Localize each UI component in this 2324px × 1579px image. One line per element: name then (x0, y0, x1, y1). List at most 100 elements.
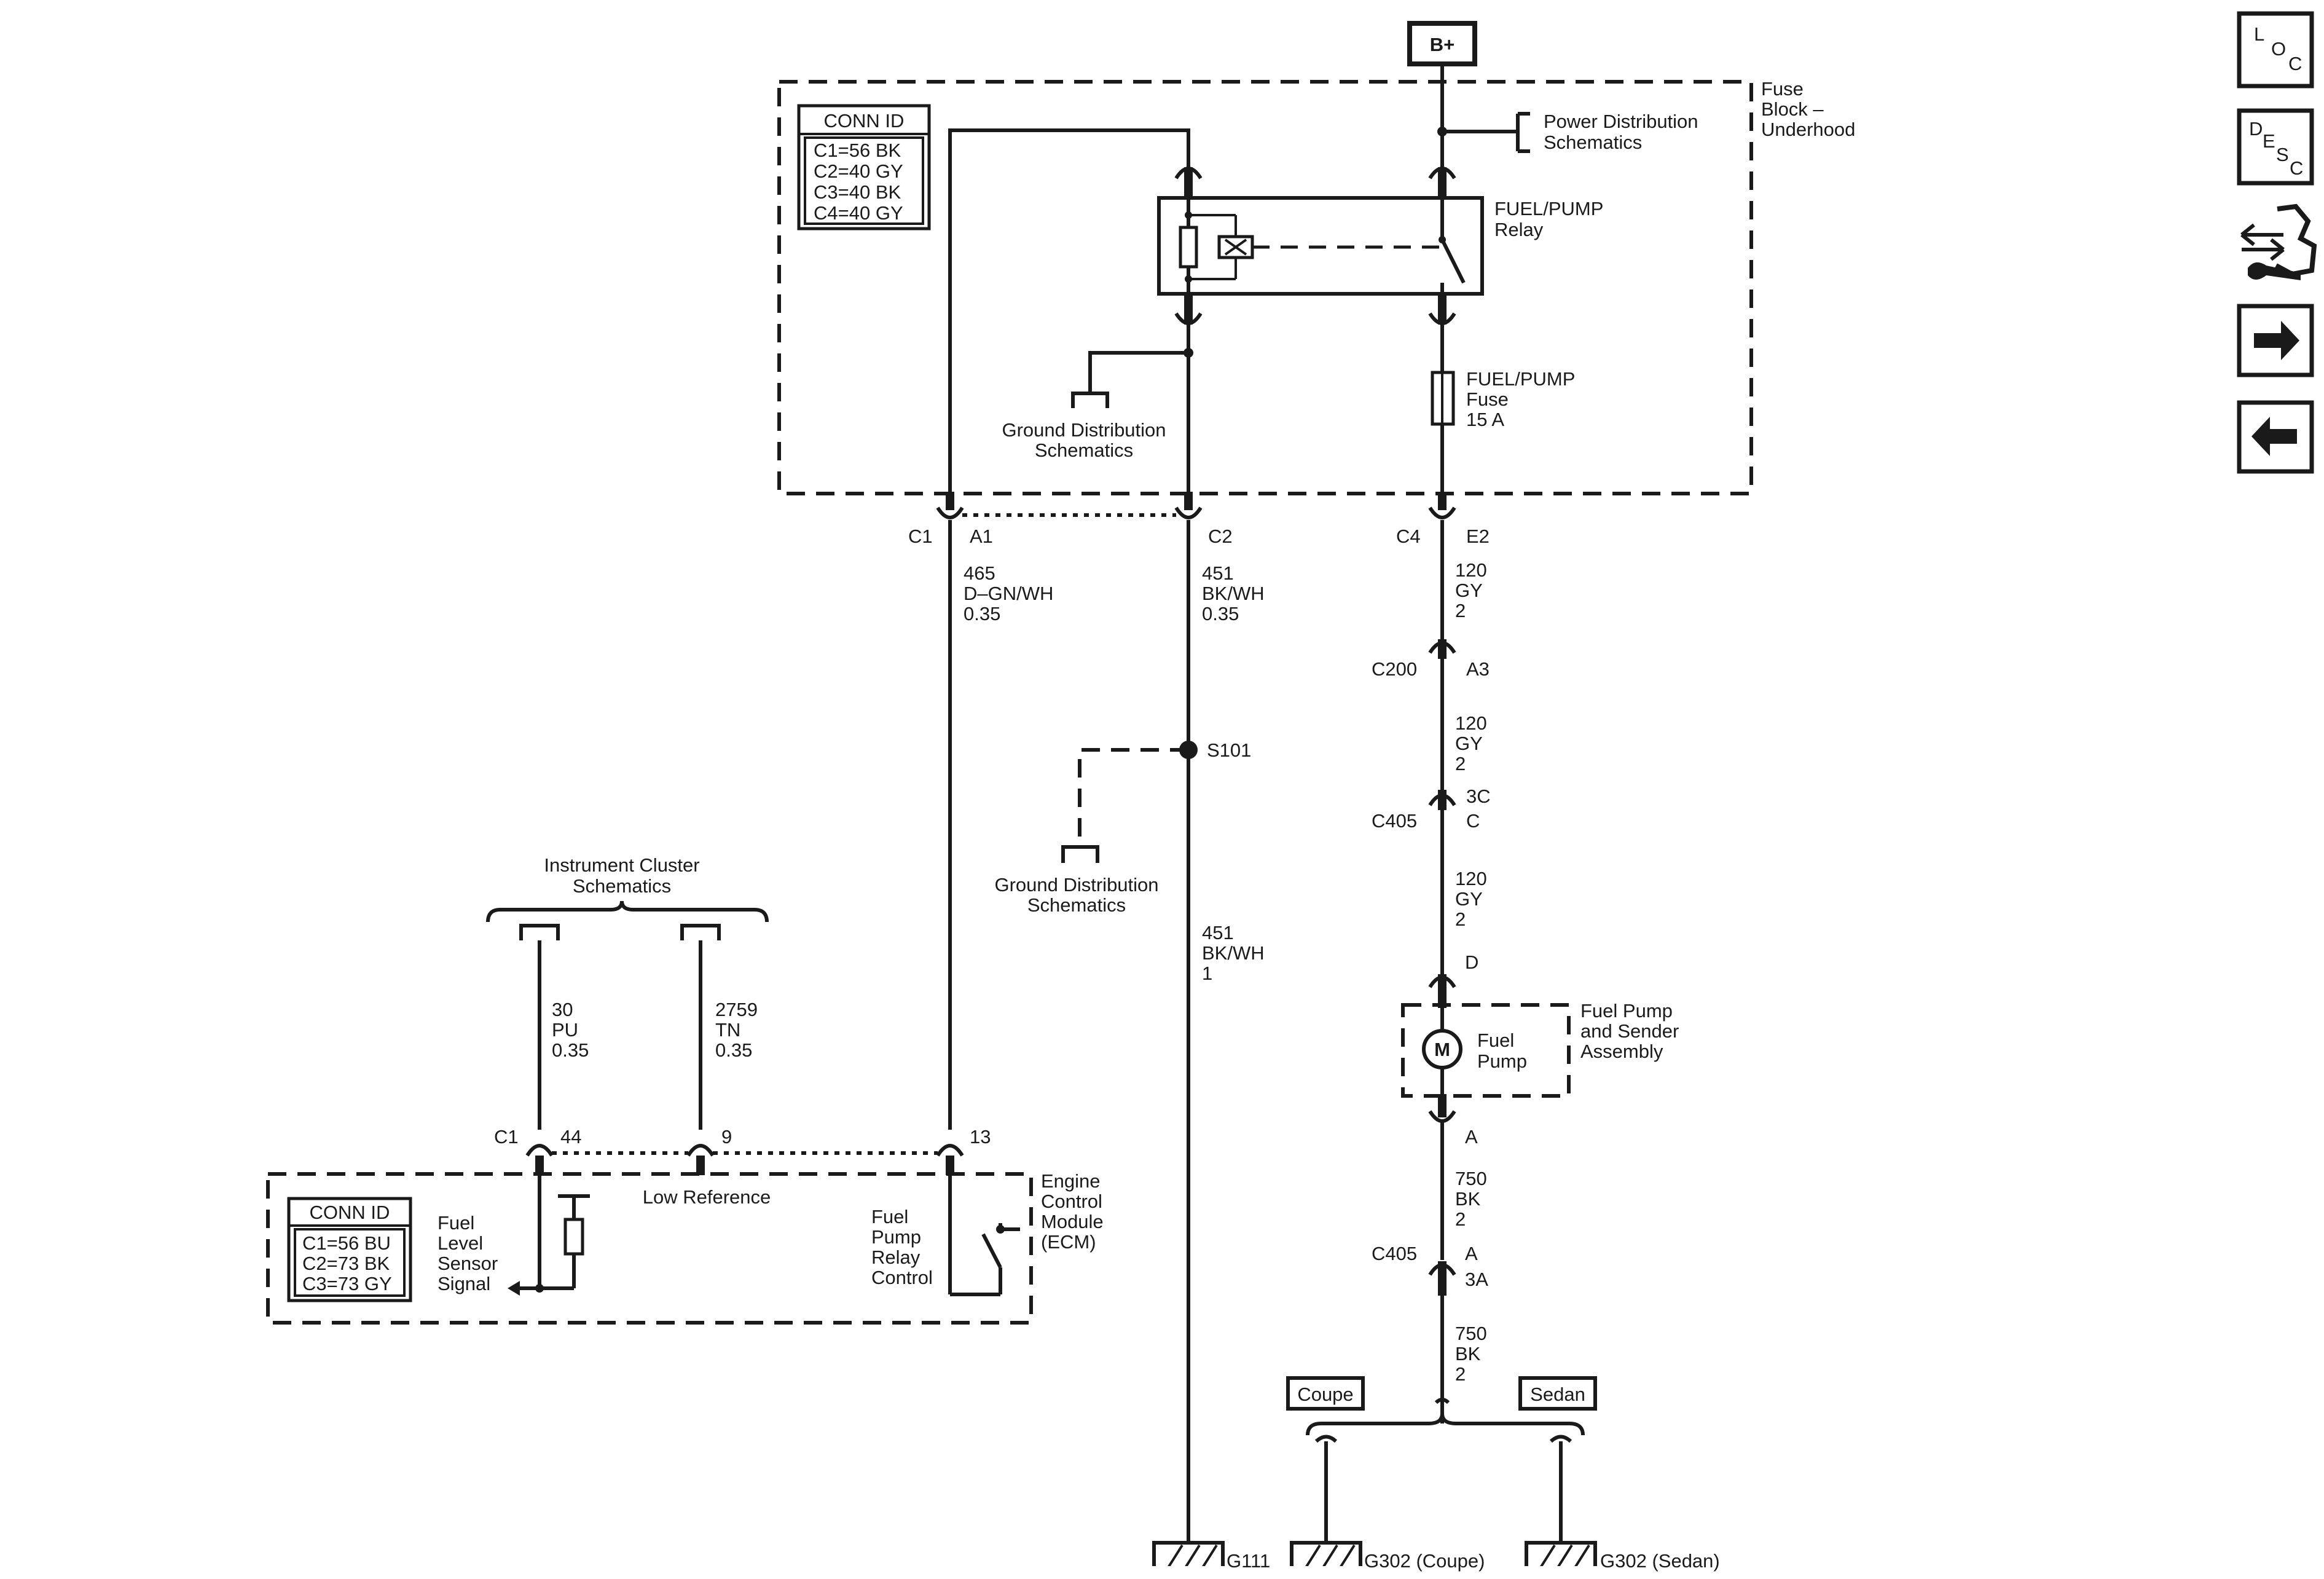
option-coupe-box (1286, 1376, 1365, 1411)
fuel-pump-label-2: Pump (1477, 1050, 1527, 1072)
svg-text:C2=40 GY: C2=40 GY (814, 160, 903, 182)
fuse-rating: 15 A (1466, 409, 1504, 430)
option-brace (1306, 1413, 1585, 1436)
ground-g111-label: G111 (1227, 1550, 1270, 1572)
svg-text:D: D (2249, 118, 2263, 140)
ecm-title: Engine (1041, 1170, 1101, 1192)
pump-assembly-label: Fuel Pump (1580, 1000, 1673, 1022)
connector-c2 (1174, 506, 1203, 519)
ground-dist-label-2: Schematics (1035, 439, 1133, 461)
wire-2759-size: 0.35 (715, 1039, 752, 1061)
connector-tools-icon[interactable] (2240, 203, 2317, 280)
next-page-button[interactable] (2237, 304, 2314, 377)
svg-text:O: O (2271, 38, 2286, 60)
connector-terminal (1174, 167, 1203, 179)
wire-120-size: 2 (1455, 600, 1466, 621)
pump-assembly-label-2: and Sender (1580, 1020, 1679, 1042)
wire-30-circuit: 30 (552, 999, 573, 1020)
ground-dist-label: Ground Distribution (1002, 419, 1166, 441)
fuel-level-sensor-circuit (508, 1175, 590, 1296)
bplus-source: B+ (1407, 21, 1477, 66)
description-nav-button[interactable]: D E S C (2237, 108, 2314, 186)
svg-text:E: E (2263, 130, 2275, 152)
wire-2759-color: TN (715, 1019, 740, 1041)
fls-label: Fuel (438, 1212, 474, 1234)
ground-g302-sedan-label: G302 (Sedan) (1600, 1550, 1720, 1572)
wire-465-color: D–GN/WH (964, 583, 1053, 604)
ecm-pin-label-13: 13 (970, 1126, 991, 1148)
ground-g302-sedan-icon (1521, 1541, 1600, 1572)
svg-text:C: C (2288, 53, 2302, 74)
fprc-label-4: Control (871, 1267, 933, 1288)
option-coupe-label: Coupe (1297, 1384, 1353, 1405)
power-dist-label: Power Distribution (1544, 111, 1698, 132)
wire-750-color: BK (1455, 1188, 1481, 1210)
wire-451-color-2: BK/WH (1202, 942, 1265, 964)
relay-control-switch-icon (948, 1175, 1020, 1296)
wire-120-circuit: 120 (1455, 559, 1487, 581)
conn-label-c405: C405 (1372, 810, 1417, 832)
ground-dist-bracket (1061, 845, 1099, 863)
pin-label-a3: A3 (1466, 658, 1490, 680)
option-sedan-box (1518, 1376, 1597, 1411)
svg-text:C3=73 GY: C3=73 GY (302, 1273, 392, 1294)
pin-label-c: C (1466, 810, 1480, 832)
pin-label-3c: 3C (1466, 786, 1491, 807)
fprc-label: Fuel (871, 1206, 908, 1227)
fuse-block-title-2: Block – (1761, 98, 1824, 120)
fuse-block-outline (777, 80, 1753, 495)
svg-text:CONN ID: CONN ID (824, 110, 905, 132)
relay-coil-icon (1179, 198, 1442, 294)
svg-text:C3=40 BK: C3=40 BK (814, 181, 901, 203)
splice-s101-label: S101 (1207, 739, 1251, 761)
wire-750-circuit-2: 750 (1455, 1323, 1487, 1344)
power-dist-bracket (1516, 112, 1530, 153)
svg-text:L: L (2254, 23, 2264, 45)
fls-label-2: Level (438, 1232, 483, 1254)
conn-id-table-ecm: CONN ID C1=56 BU C2=73 BK C3=73 GY (287, 1197, 412, 1302)
wire-ground-dist-dashed (1078, 748, 1188, 847)
fuse-label-2: Fuse (1466, 388, 1509, 410)
power-dist-label-2: Schematics (1544, 132, 1642, 153)
conn-label-c1: C1 (908, 526, 933, 547)
svg-text:C1=56 BU: C1=56 BU (302, 1232, 391, 1254)
ecm-pin-label-44: 44 (560, 1126, 581, 1148)
wire-451-circuit-2: 451 (1202, 922, 1234, 943)
wire-120-color: GY (1455, 580, 1483, 601)
ecm-title-3: Module (1041, 1211, 1104, 1232)
wire-ground-dist (1088, 351, 1188, 393)
motor-label: M (1434, 1039, 1450, 1060)
instrument-cluster-label: Instrument Cluster (544, 854, 699, 876)
pump-assembly-label-3: Assembly (1580, 1041, 1663, 1062)
svg-text:B+: B+ (1430, 34, 1455, 55)
svg-text:C: C (2290, 157, 2303, 179)
previous-page-button[interactable] (2237, 400, 2314, 474)
location-nav-button[interactable]: L O C (2237, 11, 2314, 89)
svg-text:C1=56 BK: C1=56 BK (814, 140, 901, 161)
connector-c4-e2 (1428, 506, 1456, 519)
wire-451-circuit: 451 (1202, 562, 1234, 584)
wire-120-color-3: GY (1455, 888, 1483, 910)
svg-text:CONN ID: CONN ID (310, 1202, 390, 1223)
pin-label-e2: E2 (1466, 526, 1490, 547)
wire-120-circuit-2: 120 (1455, 712, 1487, 734)
ecm-title-4: (ECM) (1041, 1231, 1096, 1253)
instrument-cluster-brace (486, 900, 769, 923)
svg-text:S: S (2276, 144, 2289, 165)
ecm-title-2: Control (1041, 1191, 1102, 1212)
ground-dist-label: Ground Distribution (994, 874, 1158, 896)
conn-label-c200: C200 (1372, 658, 1417, 680)
ic-connector-right (680, 924, 721, 940)
pin-label-a-2: A (1465, 1243, 1478, 1264)
instrument-cluster-label-2: Schematics (573, 875, 671, 897)
wire-750-size: 2 (1455, 1208, 1466, 1230)
ground-g111-icon (1149, 1541, 1228, 1572)
svg-text:C4=40 GY: C4=40 GY (814, 202, 903, 224)
fuel-pump-assembly-outline (1401, 1003, 1571, 1098)
wire-120-size-3: 2 (1455, 908, 1466, 930)
conn-label-c4: C4 (1396, 526, 1421, 547)
fls-label-3: Sensor (438, 1253, 498, 1274)
pin-label-d: D (1465, 951, 1478, 973)
wire-30-size: 0.35 (552, 1039, 589, 1061)
